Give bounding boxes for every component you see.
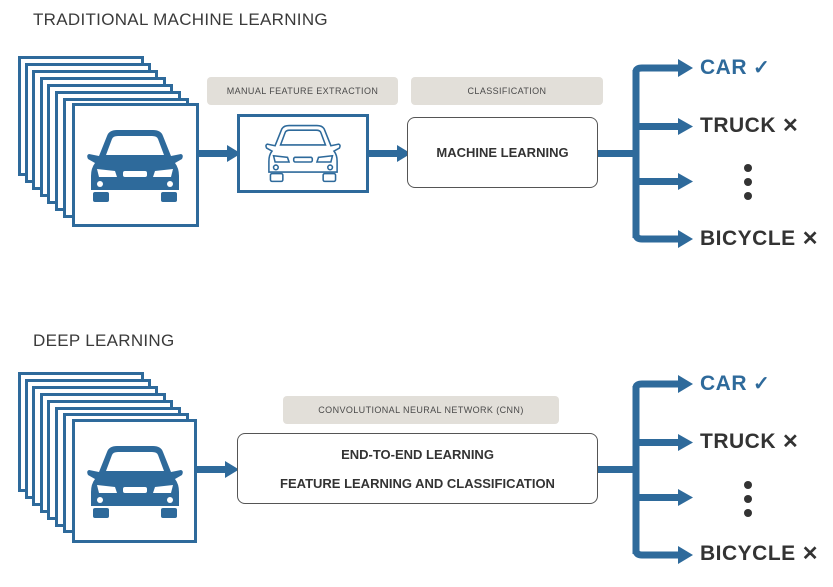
section-title-traditional-ml: TRADITIONAL MACHINE LEARNING	[33, 10, 328, 29]
box-line: FEATURE LEARNING AND CLASSIFICATION	[280, 475, 555, 491]
branch-arrows-icon	[598, 375, 693, 564]
stage-tag-cnn: CONVOLUTIONAL NEURAL NETWORK (CNN)	[283, 396, 559, 424]
input-image-card	[72, 419, 197, 543]
cnn-box: END-TO-END LEARNING FEATURE LEARNING AND…	[237, 433, 598, 504]
feature-extraction-box	[237, 114, 369, 193]
output-truck: TRUCK ✕	[700, 429, 799, 454]
car-outline-icon	[264, 124, 342, 186]
branch-arrows-icon	[598, 59, 693, 248]
x-icon: ✕	[782, 115, 800, 137]
ellipsis-icon	[744, 164, 752, 206]
ellipsis-icon	[744, 481, 752, 523]
output-car: CAR ✓	[700, 371, 770, 396]
x-icon: ✕	[801, 543, 819, 565]
output-car: CAR ✓	[700, 55, 770, 80]
output-label: CAR	[700, 371, 747, 395]
stage-tag-classification: CLASSIFICATION	[411, 77, 603, 105]
output-label: TRUCK	[700, 429, 776, 453]
box-line: END-TO-END LEARNING	[341, 446, 494, 462]
output-label: BICYCLE	[700, 541, 796, 565]
x-icon: ✕	[782, 431, 800, 453]
output-label: CAR	[700, 55, 747, 79]
check-icon: ✓	[753, 57, 771, 79]
output-label: BICYCLE	[700, 226, 796, 250]
car-solid-icon	[85, 128, 185, 208]
box-line: MACHINE LEARNING	[436, 145, 569, 160]
car-solid-icon	[85, 444, 185, 524]
stage-tag-feature-extraction: MANUAL FEATURE EXTRACTION	[207, 77, 398, 105]
section-title-deep-learning: DEEP LEARNING	[33, 331, 175, 350]
output-label: TRUCK	[700, 113, 776, 137]
output-bicycle: BICYCLE ✕	[700, 226, 819, 251]
arrow-icon	[197, 461, 239, 478]
output-truck: TRUCK ✕	[700, 113, 799, 138]
check-icon: ✓	[753, 373, 771, 395]
x-icon: ✕	[801, 228, 819, 250]
arrow-icon	[369, 145, 411, 162]
input-image-card	[72, 103, 199, 227]
machine-learning-box: MACHINE LEARNING	[407, 117, 598, 188]
output-bicycle: BICYCLE ✕	[700, 541, 819, 566]
arrow-icon	[199, 145, 241, 162]
